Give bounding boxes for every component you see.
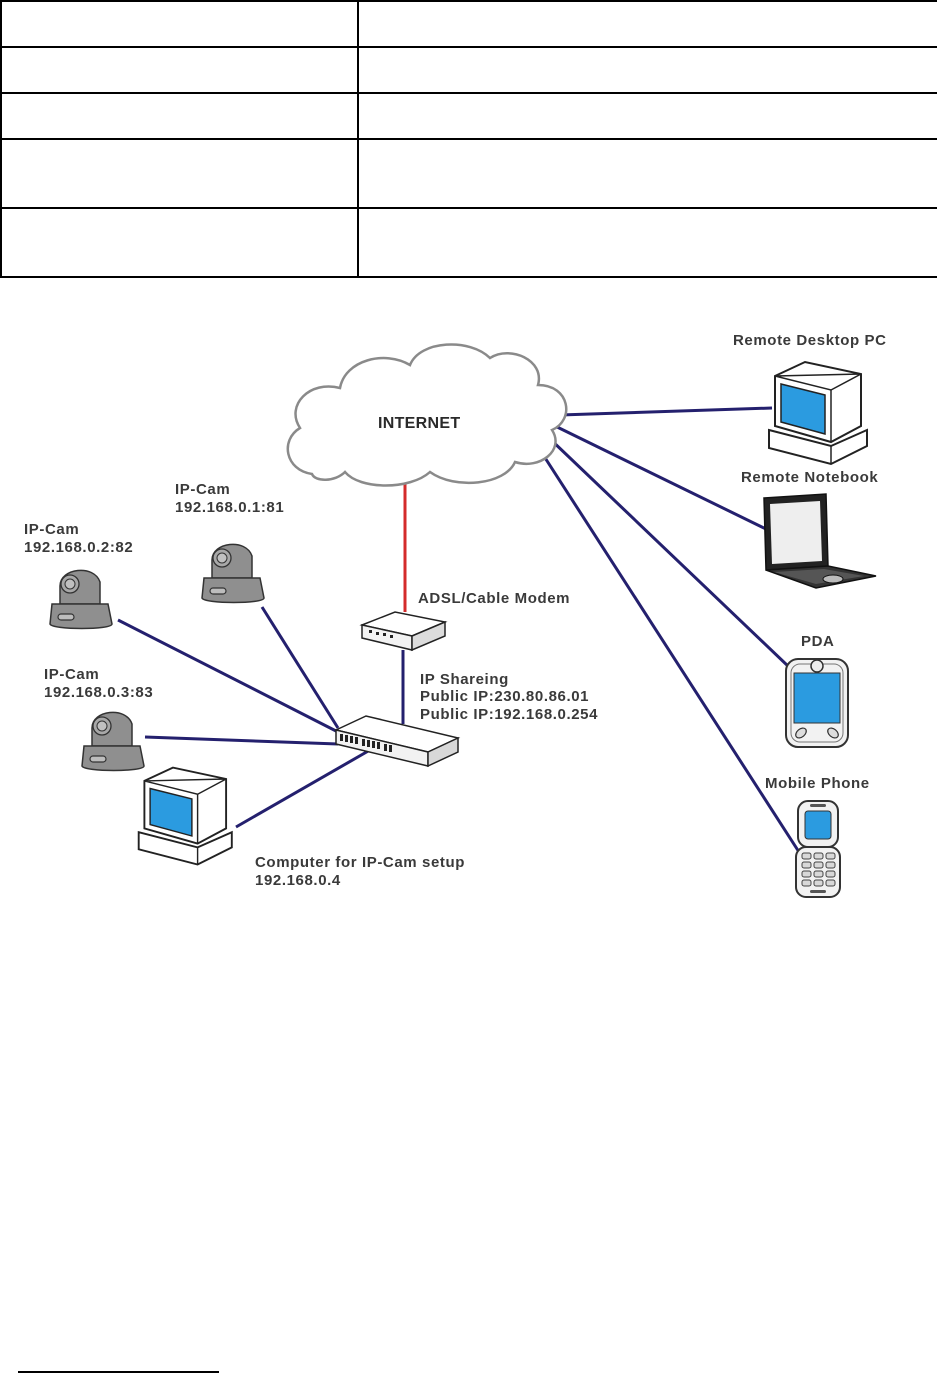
pda-icon xyxy=(785,658,849,748)
mobile-phone-title: Mobile Phone xyxy=(765,775,870,792)
table-cell xyxy=(357,46,937,94)
link-ipcam3-switch xyxy=(144,735,339,746)
remote-pc-title: Remote Desktop PC xyxy=(733,332,887,349)
table-cell xyxy=(357,0,937,48)
remote-desktop-pc: Remote Desktop PC xyxy=(733,332,887,465)
modem-label: ADSL/Cable Modem xyxy=(418,590,570,607)
ipcam-3-title: IP-Cam xyxy=(44,666,99,683)
setup-pc-address: 192.168.0.4 xyxy=(255,872,341,889)
footnote-separator xyxy=(18,1371,219,1373)
ipcam-1-address: 192.168.0.1:81 xyxy=(175,499,284,516)
desktop-computer-icon xyxy=(137,766,233,866)
ipcam-3: IP-Cam 192.168.0.3:83 xyxy=(44,666,153,772)
switch-label-line2: Public IP:230.80.86.01 xyxy=(420,688,589,705)
pda-title: PDA xyxy=(801,633,834,650)
link-ipcam2-switch xyxy=(117,618,339,734)
ipcam-2: IP-Cam 192.168.0.2:82 xyxy=(24,521,133,630)
modem-icon xyxy=(359,611,448,652)
table-cell xyxy=(357,207,937,278)
table-cell xyxy=(0,92,359,140)
remote-notebook: Remote Notebook xyxy=(741,469,878,589)
laptop-icon xyxy=(763,493,877,589)
network-diagram: INTERNET ADSL/Cable Modem xyxy=(24,332,887,898)
link-internet-notebook xyxy=(552,423,769,532)
ip-camera-icon xyxy=(49,569,113,630)
ip-camera-icon xyxy=(201,543,265,604)
table-cell xyxy=(0,0,359,48)
table-row xyxy=(0,92,937,140)
table-cell xyxy=(0,46,359,94)
pda: PDA xyxy=(785,633,849,748)
ipcam-3-address: 192.168.0.3:83 xyxy=(44,684,153,701)
spec-table xyxy=(0,0,937,278)
desktop-computer-icon xyxy=(768,361,868,465)
cloud-icon xyxy=(286,343,568,487)
link-ipcam1-switch xyxy=(260,606,340,729)
ipcam-2-address: 192.168.0.2:82 xyxy=(24,539,133,556)
mobile-phone-icon xyxy=(795,800,841,898)
ipcam-2-title: IP-Cam xyxy=(24,521,79,538)
table-row xyxy=(0,0,937,48)
modem: ADSL/Cable Modem xyxy=(359,590,570,652)
ipcam-1: IP-Cam 192.168.0.1:81 xyxy=(175,481,284,604)
table-row xyxy=(0,46,937,94)
table-cell xyxy=(357,138,937,209)
switch-label-line3: Public IP:192.168.0.254 xyxy=(420,706,598,723)
switch-icon xyxy=(333,715,461,768)
cloud-label: INTERNET xyxy=(378,415,460,432)
link-internet-remote-pc xyxy=(559,406,773,417)
ip-sharing-switch: IP Shareing Public IP:230.80.86.01 Publi… xyxy=(333,671,598,768)
ipcam-1-title: IP-Cam xyxy=(175,481,230,498)
setup-pc-title: Computer for IP-Cam setup xyxy=(255,854,465,871)
internet-cloud: INTERNET xyxy=(286,343,568,487)
switch-label-line1: IP Shareing xyxy=(420,671,509,688)
link-internet-mobile xyxy=(538,449,801,853)
table-cell xyxy=(0,138,359,209)
ip-camera-icon xyxy=(81,711,145,772)
remote-notebook-title: Remote Notebook xyxy=(741,469,878,486)
table-cell xyxy=(0,207,359,278)
table-row xyxy=(0,138,937,209)
link-internet-pda xyxy=(546,435,791,669)
table-row xyxy=(0,207,937,278)
table-cell xyxy=(357,92,937,140)
setup-computer: Computer for IP-Cam setup 192.168.0.4 xyxy=(137,766,465,889)
links xyxy=(117,406,801,853)
link-setup-pc-switch xyxy=(235,748,371,829)
mobile-phone: Mobile Phone xyxy=(765,775,870,898)
